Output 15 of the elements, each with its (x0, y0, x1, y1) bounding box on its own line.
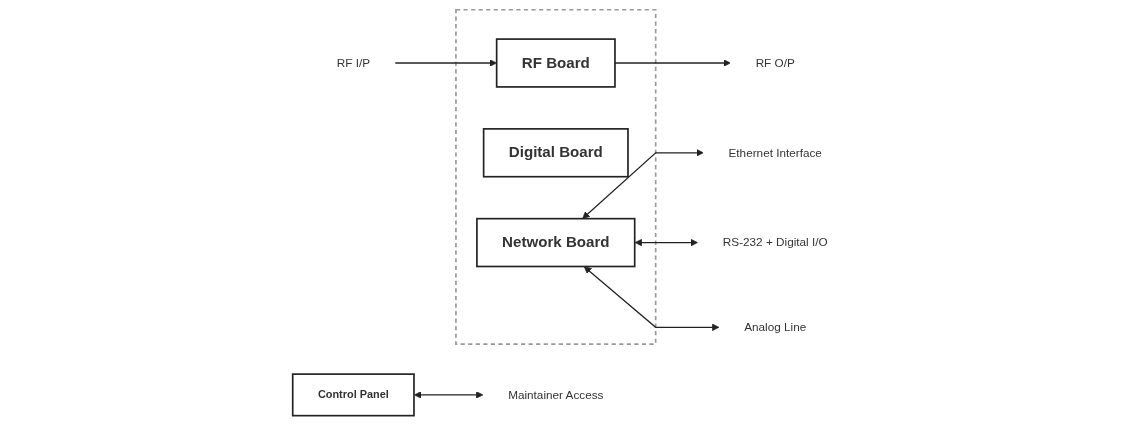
node-box: Digital Board (483, 128, 630, 178)
arrow (582, 149, 704, 219)
node-text: Analog Line (744, 320, 807, 334)
node-text: RF O/P (755, 55, 796, 70)
node-box: Control Panel (292, 373, 416, 417)
arrow (584, 266, 720, 332)
node-box: Network Board (476, 217, 636, 268)
arrow (634, 238, 699, 247)
node-box: RF Board (496, 38, 617, 88)
node-text: RS-232 + Digital I/O (723, 235, 828, 249)
node-text: RF I/P (336, 55, 371, 70)
arrow (414, 391, 484, 399)
node-text: Maintainer Access (508, 387, 604, 402)
node-text: Ethernet Interface (728, 145, 823, 160)
cluster (455, 8, 657, 345)
